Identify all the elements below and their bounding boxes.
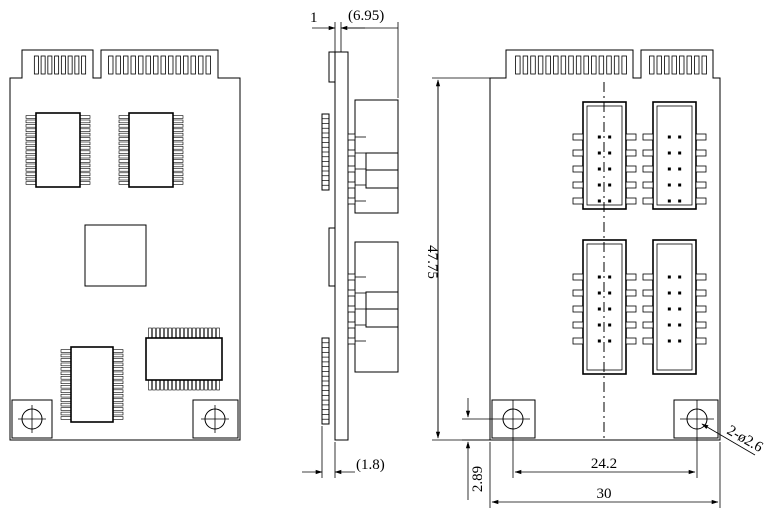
side-view [302,22,399,478]
chip-u3 [60,346,124,423]
back-view [432,49,756,508]
chip-u4 [145,327,223,391]
dim-hole-callout: 2-ø2.6 [724,423,766,456]
front-board-outline [9,49,241,441]
chip-u1 [25,112,91,188]
dim-hole-offset: 2.89 [470,466,486,492]
back-mounting-pad-right [673,399,719,478]
back-mounting-pad-left [462,399,536,478]
mounting-pad-right [192,399,239,439]
side-header-top [347,99,399,214]
mounting-pad-left [11,399,53,439]
chip-u2 [118,112,184,188]
chip-qfn [84,224,147,287]
dim-height: 47.75 [424,245,440,279]
back-board-outline [489,49,721,441]
pin-header-j4 [642,239,707,375]
side-board [334,51,349,441]
front-edge-contacts-left [33,55,87,75]
side-chip-bottom [321,337,330,425]
side-chip-top [321,113,330,191]
dim-thickness-top: 1 [310,10,318,26]
dim-hole-spacing: 24.2 [591,456,617,472]
dim-connector-depth: (6.95) [348,8,384,24]
side-qfn [328,227,336,287]
pin-header-j1 [572,101,637,210]
pin-header-j2 [642,101,707,210]
back-edge-contacts-right [649,55,707,75]
front-edge-contacts-right [108,55,211,75]
side-header-bottom [347,241,399,373]
dim-board-width: 30 [597,486,612,502]
dim-thickness-bottom: (1.8) [356,457,385,473]
back-edge-contacts-left [515,55,627,75]
front-view [9,49,241,441]
